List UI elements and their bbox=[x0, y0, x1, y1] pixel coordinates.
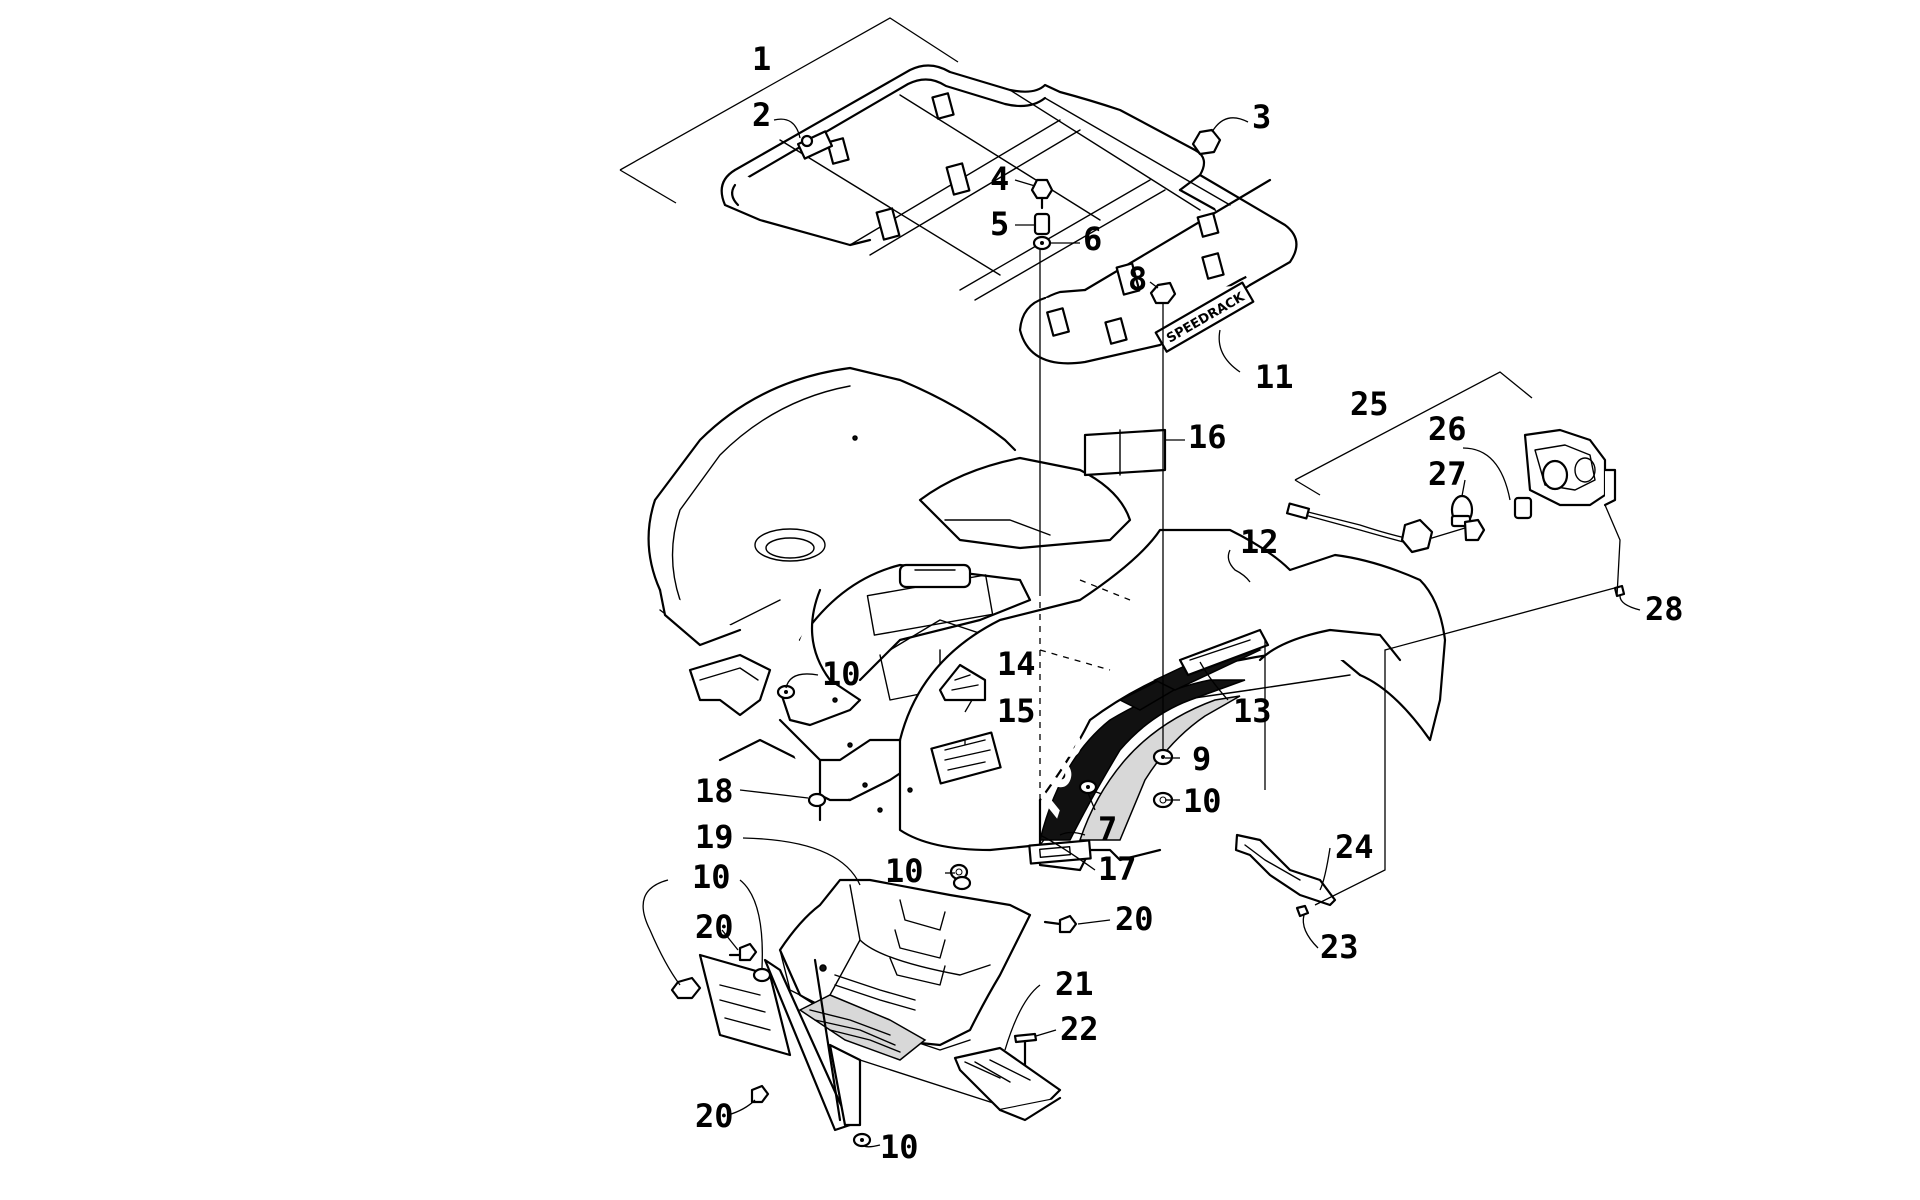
hidden-lines bbox=[1039, 248, 1266, 820]
callout-4: 4 bbox=[990, 160, 1009, 198]
callout-21: 21 bbox=[1055, 965, 1094, 1003]
plug-18 bbox=[807, 792, 827, 808]
bolt-20-lower bbox=[750, 1084, 770, 1104]
assembly-bracket-taillight bbox=[1294, 371, 1533, 496]
nut-10-footwell-mid bbox=[752, 967, 772, 983]
callout-26: 26 bbox=[1428, 410, 1467, 448]
callout-20-left: 20 bbox=[695, 908, 734, 946]
nut-10-footwell-bottom bbox=[852, 1132, 872, 1148]
heel-guard-21 bbox=[953, 1046, 1062, 1122]
footwell-19 bbox=[698, 878, 1032, 1132]
nut-10-footwell-top bbox=[952, 875, 972, 891]
screw-22 bbox=[1013, 1032, 1038, 1067]
rack-latch bbox=[796, 130, 834, 160]
spacer-5 bbox=[1033, 212, 1051, 236]
callout-24: 24 bbox=[1335, 828, 1374, 866]
bolt-4 bbox=[1030, 178, 1054, 210]
callout-16: 16 bbox=[1188, 418, 1227, 456]
leader-lines bbox=[642, 117, 1641, 1148]
washer-6 bbox=[1032, 235, 1052, 251]
callout-3: 3 bbox=[1252, 98, 1271, 136]
wiring-harness bbox=[1285, 502, 1486, 554]
callout-10-bottom: 10 bbox=[880, 1128, 919, 1166]
callout-10-upper-left: 10 bbox=[822, 655, 861, 693]
callout-18: 18 bbox=[695, 772, 734, 810]
callout-15: 15 bbox=[997, 692, 1036, 730]
harness-route bbox=[1314, 585, 1623, 906]
plate-16 bbox=[1083, 428, 1167, 477]
screw-23 bbox=[1295, 904, 1310, 918]
bolt-20-right bbox=[1043, 914, 1078, 934]
callout-20-bottom: 20 bbox=[695, 1097, 734, 1135]
bolt-20-upper bbox=[728, 942, 758, 962]
rack-nut-3 bbox=[1191, 128, 1222, 156]
nut-10-footwell-left bbox=[670, 976, 702, 1000]
callout-10-right: 10 bbox=[1183, 782, 1222, 820]
callout-2: 2 bbox=[752, 96, 771, 134]
callout-22: 22 bbox=[1060, 1010, 1099, 1048]
callout-10-mid: 10 bbox=[885, 852, 924, 890]
callout-9: 9 bbox=[1192, 740, 1211, 778]
bulb-socket-26 bbox=[1513, 496, 1533, 520]
rear-fender-body: 700 bbox=[647, 366, 1447, 872]
callout-13: 13 bbox=[1233, 692, 1272, 730]
callout-7: 7 bbox=[1098, 810, 1117, 848]
callout-8: 8 bbox=[1128, 260, 1147, 298]
taillight-housing-26 bbox=[1523, 428, 1617, 507]
callout-19: 19 bbox=[695, 818, 734, 856]
callout-28: 28 bbox=[1645, 590, 1684, 628]
assembly-bracket-rack bbox=[619, 17, 959, 204]
callout-27: 27 bbox=[1428, 455, 1467, 493]
callout-17: 17 bbox=[1098, 850, 1137, 888]
callout-11: 11 bbox=[1255, 358, 1294, 396]
callout-12: 12 bbox=[1240, 523, 1279, 561]
callout-labels: 1 2 3 4 5 6 7 8 9 10 10 10 10 10 11 12 1… bbox=[692, 40, 1684, 1166]
callout-25: 25 bbox=[1350, 385, 1389, 423]
callout-20-right: 20 bbox=[1115, 900, 1154, 938]
callout-6: 6 bbox=[1083, 220, 1102, 258]
washer-9 bbox=[1152, 748, 1174, 766]
nut-10-right bbox=[1152, 791, 1174, 809]
callout-14: 14 bbox=[997, 645, 1036, 683]
nut-7 bbox=[1078, 779, 1098, 795]
callout-10-lower-left: 10 bbox=[692, 858, 731, 896]
callout-23: 23 bbox=[1320, 928, 1359, 966]
cargo-rack: SPEEDRACK bbox=[720, 64, 1298, 365]
callout-1: 1 bbox=[752, 40, 771, 78]
callout-5: 5 bbox=[990, 205, 1009, 243]
bracket-24 bbox=[1234, 833, 1337, 907]
